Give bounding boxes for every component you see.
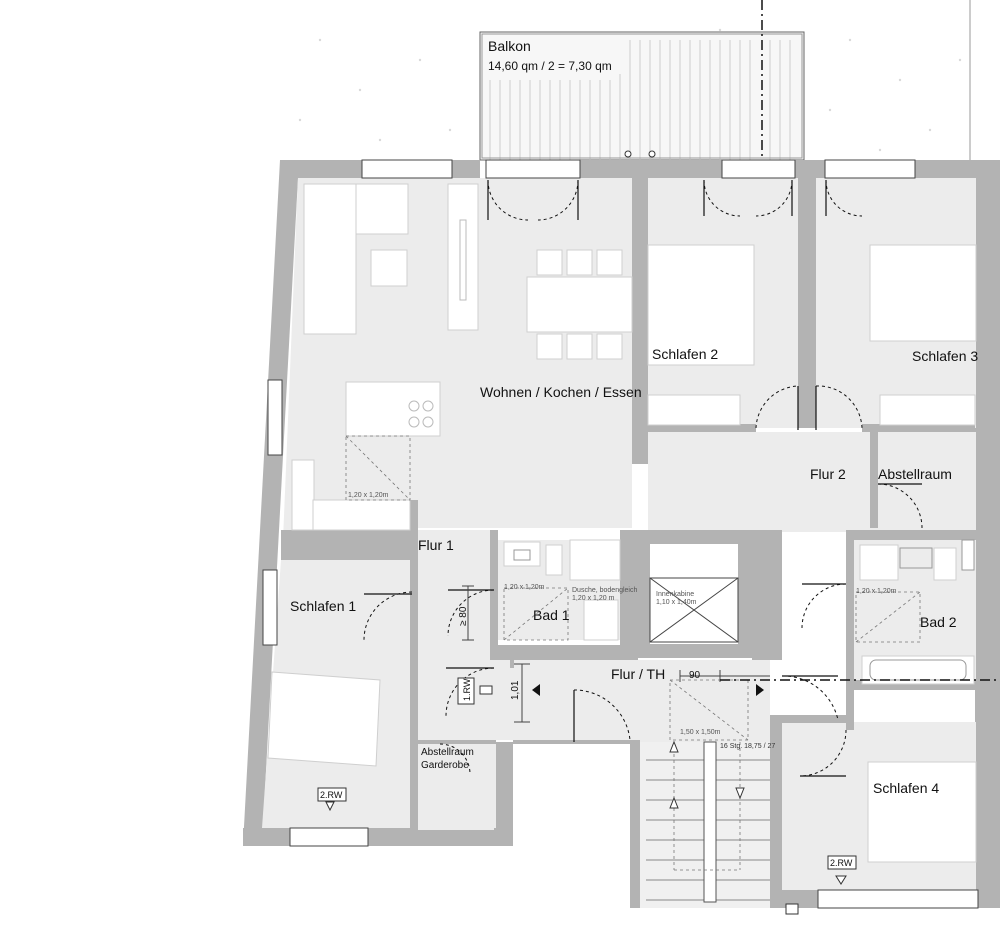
doors [363,179,923,777]
dim-landing-width: 90 [689,670,701,681]
label-schlafen-1: Schlafen 1 [290,598,356,614]
label-kitchen-turn: 1,20 x 1,20m [348,492,389,499]
label-schlafen-3: Schlafen 3 [912,348,978,364]
label-abstellraum: Abstellraum [878,466,952,482]
beds [267,244,977,863]
label-schlafen-2: Schlafen 2 [652,346,718,362]
outer-walls [243,160,1000,908]
label-balkon: Balkon [488,38,531,54]
label-wohnen: Wohnen / Kochen / Essen [480,384,642,400]
balkon [479,31,805,161]
label-schlafen-4: Schlafen 4 [873,780,939,796]
living-furniture [291,183,633,531]
dim-door-width: ≥ 80 [458,606,469,626]
label-bad-1: Bad 1 [533,607,570,623]
bathroom-fixtures [503,539,975,685]
label-dusche-1: Dusche, bodengleich [572,587,637,594]
label-abstellraum-garderobe: Abstellraum [421,747,474,758]
label-bad1-turn: 1,20 x 1,20m [504,584,545,591]
windows [262,159,979,909]
label-stairs: 16 Stg. 18,75 / 27 [720,743,775,750]
interior-walls [281,178,976,830]
rw-markers [317,677,857,915]
dimension-lines [325,585,1000,885]
elevator [649,577,739,643]
label-balkon-area: 14,60 qm / 2 = 7,30 qm [488,59,612,73]
label-bad2-turn: 1,20 x 1,20m [856,588,897,595]
label-landing: 1,50 x 1,50m [680,729,721,736]
label-dusche-2: 1,20 x 1,20 m [572,595,615,602]
label-lift-1: Innenkabine [656,591,694,598]
label-garderobe: Garderobe [421,760,469,771]
label-rw-2b: 2.RW [830,858,853,868]
label-rw-2a: 2.RW [320,790,343,800]
label-bad-2: Bad 2 [920,614,957,630]
label-flur-1: Flur 1 [418,537,454,553]
label-flur-th: Flur / TH [611,666,665,682]
label-lift-2: 1,10 x 1,40m [656,599,697,606]
staircase [640,679,770,908]
label-flur-2: Flur 2 [810,466,846,482]
dim-flur-depth: 1,01 [510,680,521,700]
label-rw-1: 1.RW [462,678,472,701]
